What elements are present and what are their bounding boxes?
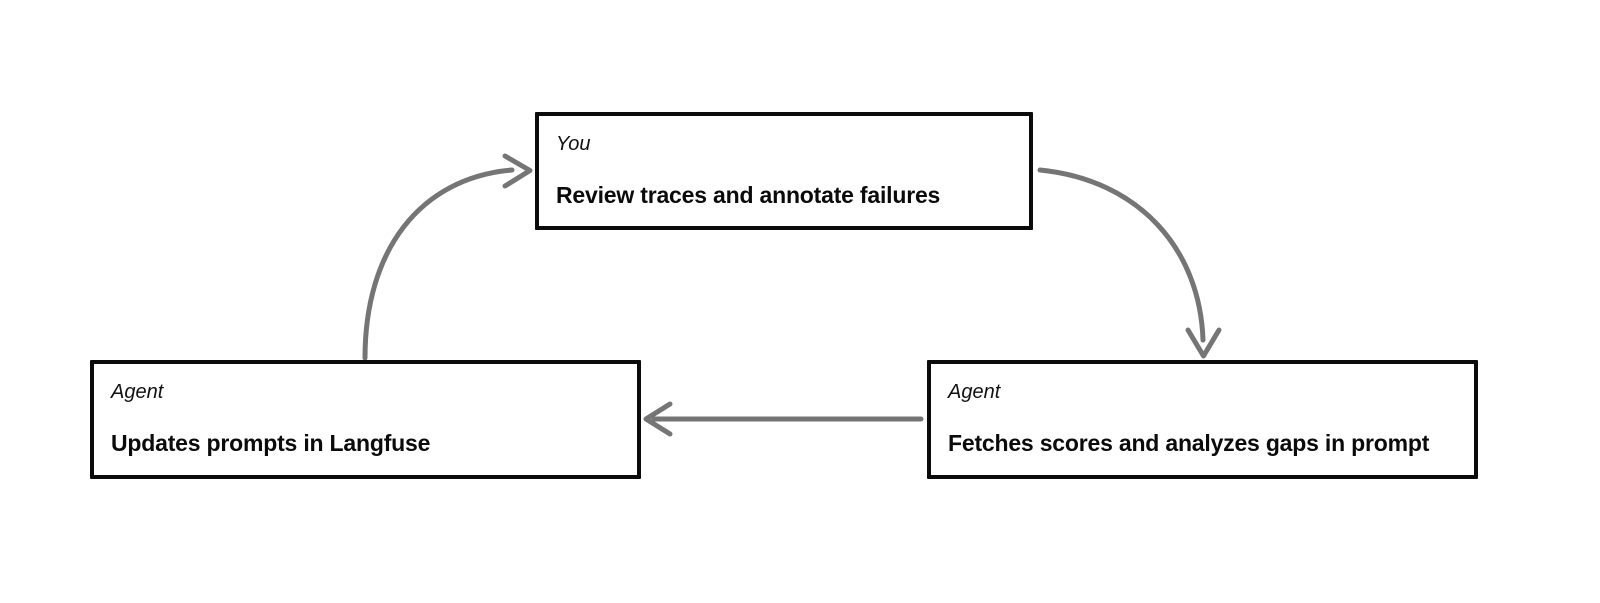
node-action-label: Fetches scores and analyzes gaps in prom… bbox=[948, 430, 1430, 456]
node-review-traces[interactable]: You Review traces and annotate failures bbox=[535, 112, 1033, 230]
edge-update-to-review bbox=[362, 153, 533, 361]
edge-fetch-to-update bbox=[643, 401, 924, 437]
node-action-label: Updates prompts in Langfuse bbox=[111, 430, 431, 456]
node-updates-prompts[interactable]: Agent Updates prompts in Langfuse bbox=[90, 360, 641, 479]
edge-review-to-fetch bbox=[1037, 167, 1222, 359]
node-role-label: Agent bbox=[111, 381, 164, 403]
node-role-label: Agent bbox=[948, 381, 1001, 403]
node-role-label: You bbox=[556, 133, 591, 155]
node-fetches-scores[interactable]: Agent Fetches scores and analyzes gaps i… bbox=[927, 360, 1478, 479]
node-action-label: Review traces and annotate failures bbox=[556, 182, 941, 208]
